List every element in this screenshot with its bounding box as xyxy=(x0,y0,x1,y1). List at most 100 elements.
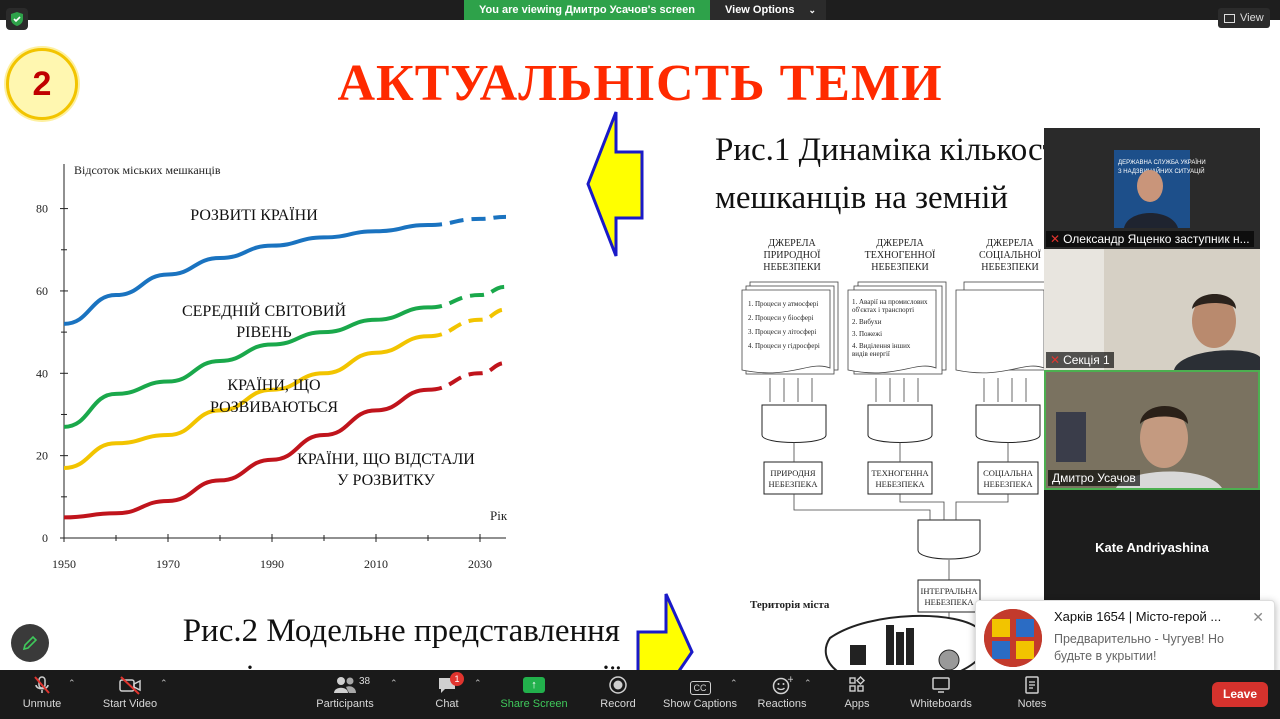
notes-label: Notes xyxy=(1017,698,1047,710)
video-panel[interactable]: ДЕРЖАВНА СЛУЖБА УКРАЇНИ З НАДЗВИЧАЙНИХ С… xyxy=(1044,128,1260,603)
participants-button[interactable]: Participants xyxy=(310,670,380,719)
participant-video: ДЕРЖАВНА СЛУЖБА УКРАЇНИ З НАДЗВИЧАЙНИХ С… xyxy=(1114,150,1206,228)
chevron-up-icon[interactable]: ⌃ xyxy=(804,678,812,688)
participant-name-text: Олександр Ященко заступник н... xyxy=(1063,232,1250,246)
video-tile[interactable]: ДЕРЖАВНА СЛУЖБА УКРАЇНИ З НАДЗВИЧАЙНИХ С… xyxy=(1044,128,1260,249)
participants-icon xyxy=(310,670,380,698)
channel-logo-icon xyxy=(984,609,1042,667)
diagram-doc-1-item: 2. Процеси у біосфері xyxy=(748,314,813,322)
reactions-button[interactable]: + Reactions xyxy=(754,670,810,719)
diagram-source-2-line: ТЕХНОГЕННОЇ xyxy=(865,249,936,261)
diagram-integral-line: НЕБЕЗПЕКА xyxy=(925,597,975,607)
leave-button[interactable]: Leave xyxy=(1212,682,1268,707)
factory-icon xyxy=(850,645,866,665)
diagram-doc-2-item: видів енергії xyxy=(852,350,890,358)
start-video-label: Start Video xyxy=(102,698,158,710)
notification-toast[interactable]: Харків 1654 | Місто-герой ... Предварите… xyxy=(975,600,1275,675)
participant-video xyxy=(1046,372,1258,488)
annotate-pen-button[interactable] xyxy=(11,624,49,662)
x-tick-label: 1950 xyxy=(52,557,76,571)
series-label-lagging: У РОЗВИТКУ xyxy=(337,472,435,489)
record-icon xyxy=(594,670,642,698)
diagram-source-3-line: НЕБЕЗПЕКИ xyxy=(981,262,1039,273)
diagram-integral-line: ІНТЕГРАЛЬНА xyxy=(921,586,979,596)
grid-view-icon xyxy=(1224,14,1235,23)
reactions-label: Reactions xyxy=(757,698,807,710)
diagram-natural-hazard-box xyxy=(763,461,823,495)
diagram-doc-2-item: 4. Виділення інших xyxy=(852,342,911,350)
series-projection-4 xyxy=(427,361,507,392)
diagram-and-gate xyxy=(975,404,1041,443)
diagram-out-1-line: ПРИРОДНЯ xyxy=(770,468,815,478)
share-screen-icon: ↑ xyxy=(523,677,545,693)
whiteboards-button[interactable]: Whiteboards xyxy=(904,670,978,719)
diagram-out-3-line: СОЦІАЛЬНА xyxy=(983,468,1034,478)
muted-mic-icon xyxy=(12,670,72,698)
view-button[interactable]: View xyxy=(1218,8,1270,28)
diagram-doc-1-item: 4. Процеси у гідросфері xyxy=(748,342,820,350)
apps-button[interactable]: Apps xyxy=(836,670,878,719)
video-tile[interactable]: ✕Секція 1 xyxy=(1044,249,1260,370)
whiteboard-icon xyxy=(904,670,978,698)
chevron-up-icon[interactable]: ⌃ xyxy=(730,678,738,688)
chevron-up-icon[interactable]: ⌃ xyxy=(160,678,168,688)
diagram-technogenic-hazard-box xyxy=(867,461,933,495)
diagram-doc-3 xyxy=(955,289,1045,374)
show-captions-label: Show Captions xyxy=(663,698,737,710)
chat-unread-badge: 1 xyxy=(450,672,464,686)
unmute-button[interactable]: Unmute xyxy=(12,670,72,719)
record-button[interactable]: Record xyxy=(594,670,642,719)
notes-button[interactable]: Notes xyxy=(1010,670,1054,719)
series-label-world: СЕРЕДНІЙ СВІТОВИЙ xyxy=(182,301,346,320)
series-line-4 xyxy=(63,387,429,520)
diagram-doc-2-item: 2. Вибухи xyxy=(852,318,882,326)
slide-title: АКТУАЛЬНІСТЬ ТЕМИ xyxy=(337,55,943,112)
factory-icon xyxy=(896,632,904,665)
view-button-label: View xyxy=(1240,12,1264,24)
chevron-up-icon[interactable]: ⌃ xyxy=(68,678,76,688)
series-line-3 xyxy=(63,334,429,470)
diagram-social-hazard-box xyxy=(977,461,1039,495)
y-tick-label: 60 xyxy=(36,284,48,298)
diagram-doc-1-item: 3. Процеси у літосфері xyxy=(748,328,816,336)
view-options-button[interactable]: View Options ⌄ xyxy=(710,0,826,20)
muted-mic-icon: ✕ xyxy=(1050,353,1061,367)
series-label-developed: РОЗВИТІ КРАЇНИ xyxy=(190,206,318,224)
show-captions-button[interactable]: CC Show Captions xyxy=(660,670,740,719)
diagram-out-2-line: ТЕХНОГЕННА xyxy=(871,468,929,478)
x-tick-label: 1970 xyxy=(156,557,180,571)
diagram-out-2-line: НЕБЕЗПЕКА xyxy=(876,479,926,489)
figure-1-caption-line: мешканців на земній xyxy=(715,180,1009,216)
chevron-up-icon[interactable]: ⌃ xyxy=(390,678,398,688)
chat-label: Chat xyxy=(435,698,459,710)
diagram-territory-label: Територія міста xyxy=(750,599,830,611)
y-tick-label: 80 xyxy=(36,202,48,216)
diagram-out-1-line: НЕБЕЗПЕКА xyxy=(769,479,819,489)
diagram-doc-2 xyxy=(847,289,937,374)
notification-body: Предварительно - Чугуев! Но будьте в укр… xyxy=(1054,632,1224,663)
svg-text:З НАДЗВИЧАЙНИХ СИТУАЦІЙ: З НАДЗВИЧАЙНИХ СИТУАЦІЙ xyxy=(1118,167,1205,175)
closed-captions-icon: CC xyxy=(689,681,711,695)
viewing-banner: You are viewing Дмитро Усачов's screen xyxy=(464,0,710,20)
participant-name: ✕Секція 1 xyxy=(1046,352,1114,368)
x-tick-label: 2010 xyxy=(364,557,388,571)
close-icon[interactable]: ✕ xyxy=(1252,609,1264,625)
chevron-down-icon: ⌄ xyxy=(808,5,816,15)
meeting-toolbar: Unmute ⌃ Start Video ⌃ Participants 38 ⌃… xyxy=(0,670,1280,719)
share-screen-button[interactable]: ↑ Share Screen xyxy=(498,670,570,719)
left-arrow-icon xyxy=(586,111,644,257)
video-tile[interactable]: Kate Andriyashina xyxy=(1044,490,1260,603)
apps-icon xyxy=(836,670,878,698)
start-video-button[interactable]: Start Video xyxy=(96,670,164,719)
factory-icon xyxy=(886,625,894,665)
diagram-and-gate xyxy=(917,519,981,560)
security-shield-icon[interactable] xyxy=(6,8,28,30)
participants-label: Participants xyxy=(316,698,374,710)
diagram-doc-1 xyxy=(741,289,831,374)
chevron-up-icon[interactable]: ⌃ xyxy=(474,678,482,688)
y-axis-title: Відсоток міських мешканців xyxy=(74,163,221,177)
series-projection-2 xyxy=(427,284,507,310)
active-speaker-tile[interactable]: Дмитро Усачов xyxy=(1044,370,1260,490)
